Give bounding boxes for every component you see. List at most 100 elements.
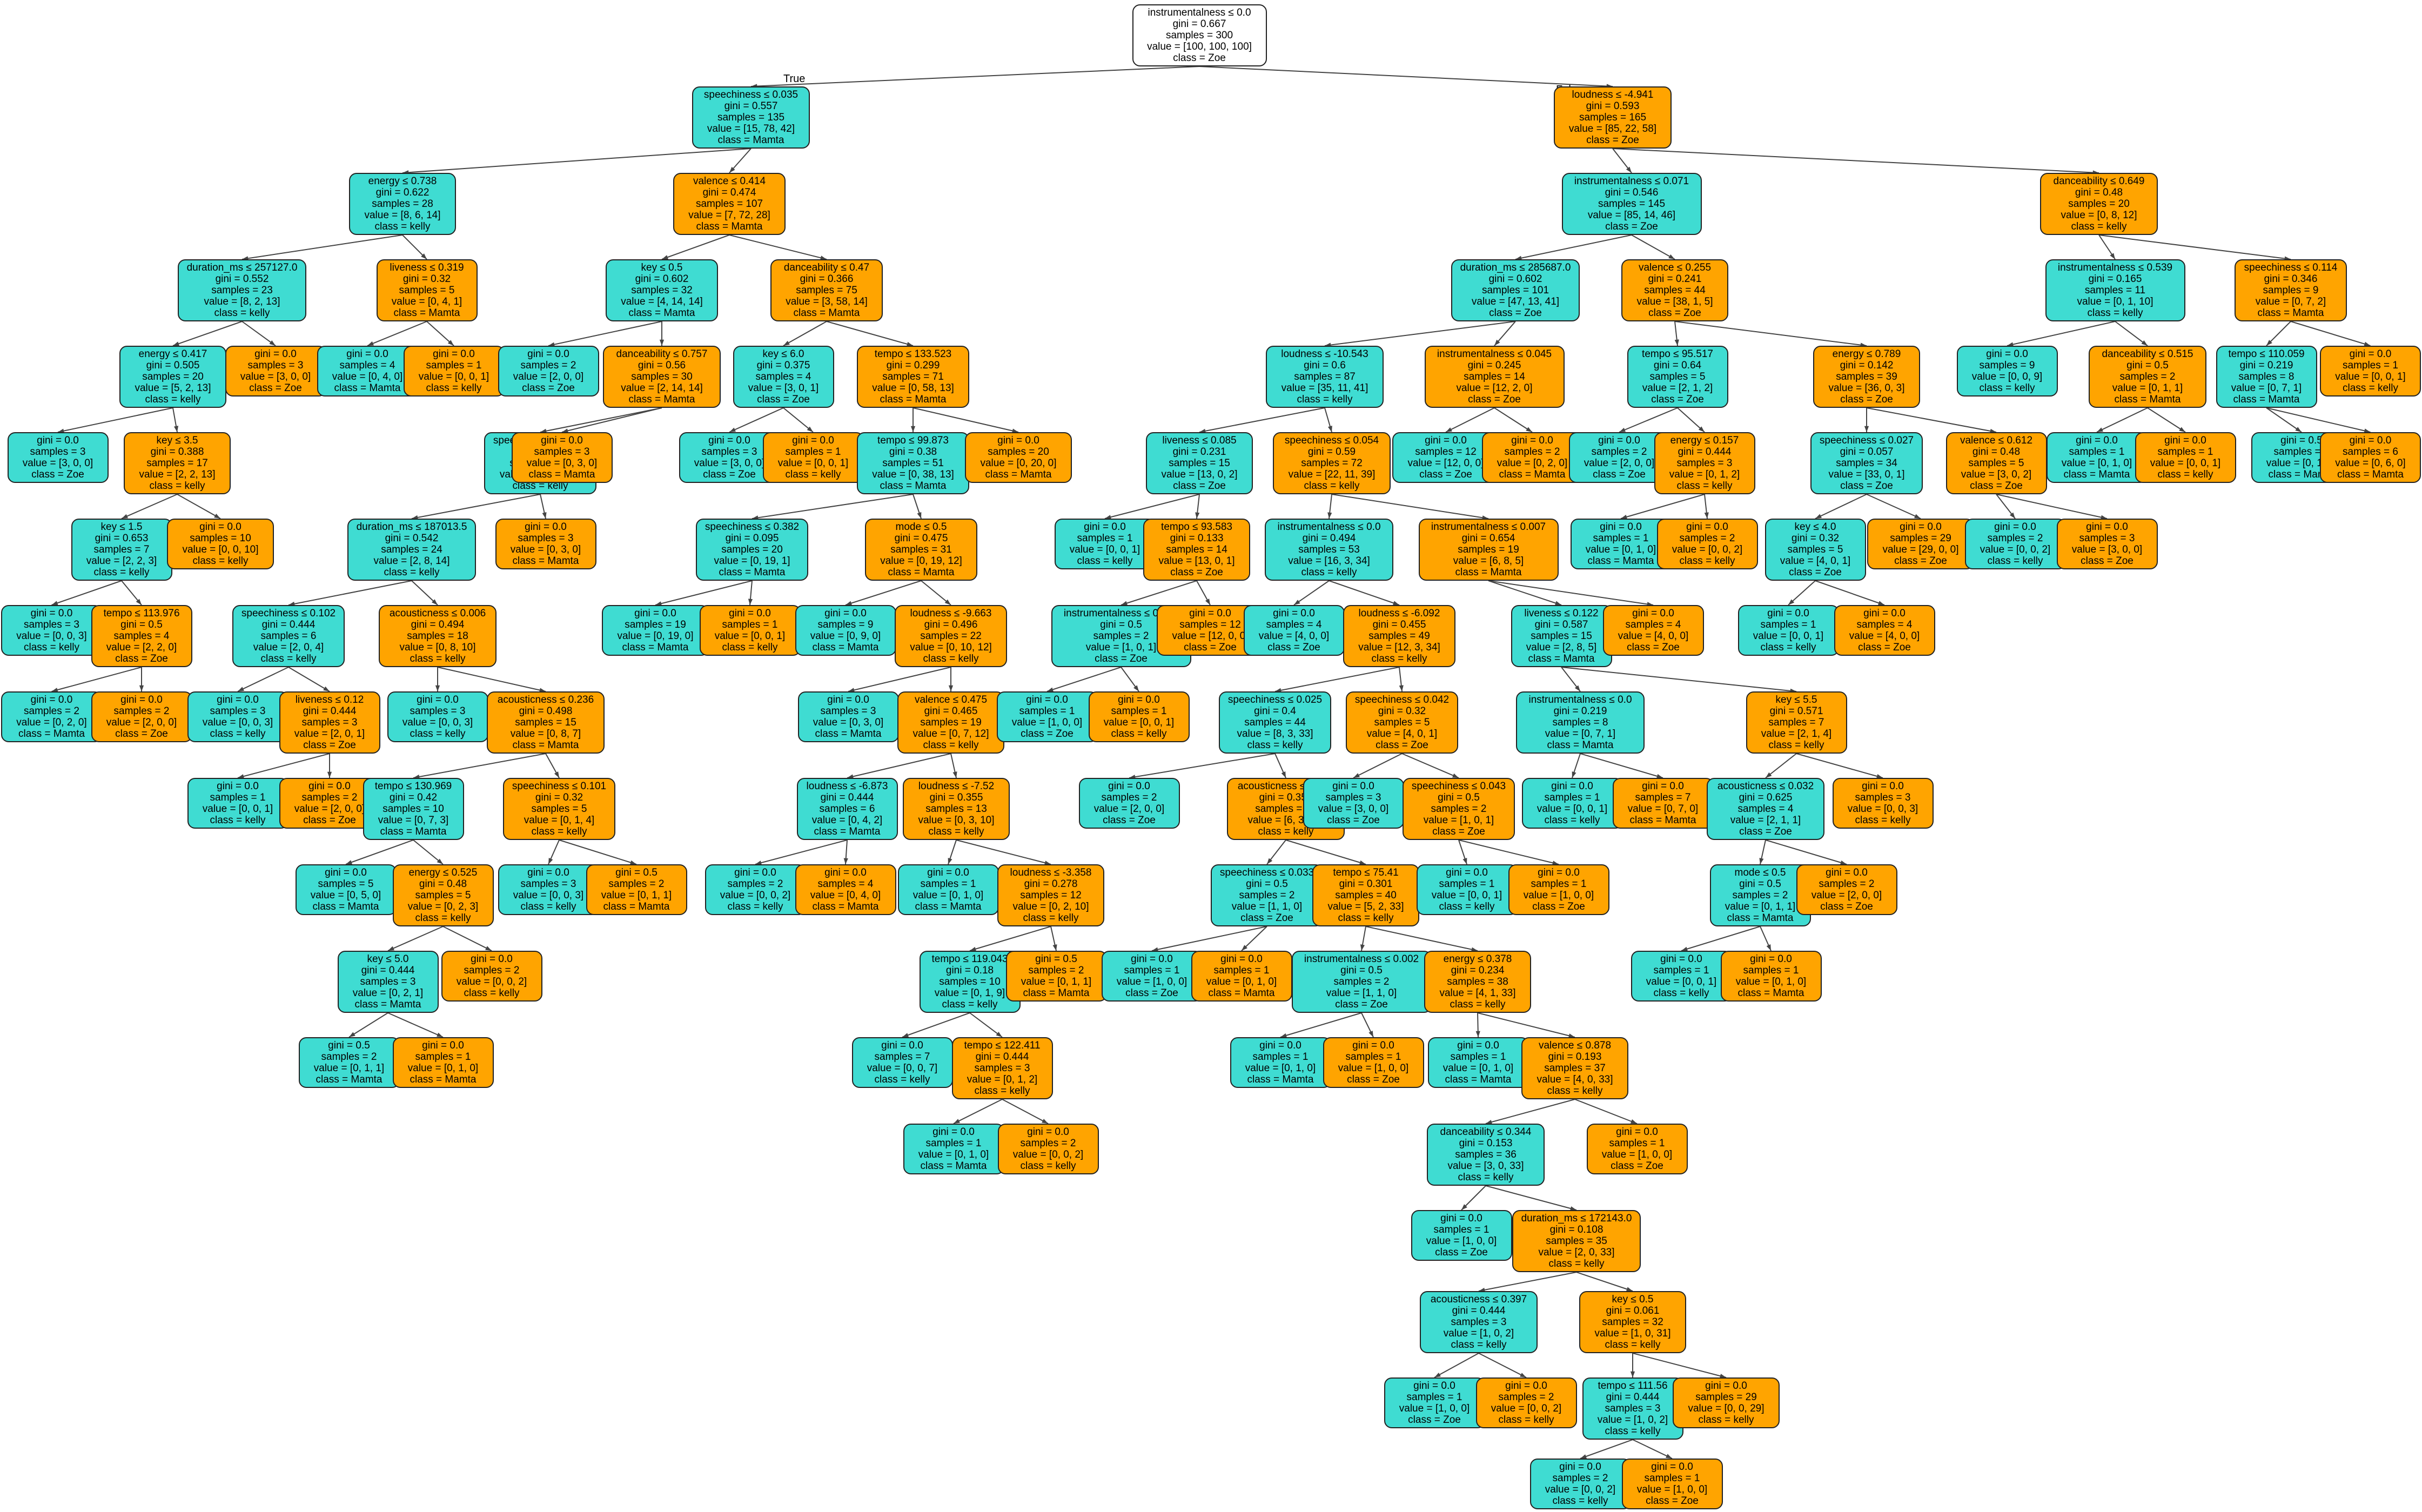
node-line: value = [0, 0, 3] <box>202 717 273 728</box>
node-line: loudness ≤ -3.358 <box>1010 867 1092 878</box>
node-line: speechiness ≤ 0.102 <box>241 608 336 619</box>
tree-edge-n14-n29 <box>2115 321 2148 346</box>
node-line: speechiness ≤ 0.382 <box>705 521 800 533</box>
node-line: class = Zoe <box>1408 1414 1461 1426</box>
edge-arrowhead <box>122 514 128 519</box>
tree-edge-n33-n52 <box>121 494 178 519</box>
edge-arrowhead <box>539 688 546 693</box>
node-line: gini = 0.546 <box>1605 187 1659 198</box>
node-line: value = [2, 0, 0] <box>1811 890 1882 901</box>
node-line: gini = 0.444 <box>303 705 357 717</box>
node-line: class = Mamta <box>888 567 955 578</box>
node-line: energy ≤ 0.417 <box>138 348 207 360</box>
node-line: loudness ≤ -9.663 <box>910 608 992 619</box>
node-line: class = Zoe <box>1267 642 1320 653</box>
node-line: value = [2, 1, 4] <box>1761 728 1832 740</box>
edge-arrowhead <box>1626 1287 1633 1292</box>
edge-arrowhead <box>729 166 735 173</box>
node-line: class = Mamta <box>18 728 85 740</box>
node-line: gini = 0.301 <box>1339 878 1393 890</box>
node-line: samples = 23 <box>211 285 273 296</box>
node-line: gini = 0.48 <box>2075 187 2123 198</box>
node-line: value = [3, 0, 0] <box>694 458 765 469</box>
edge-arrowhead <box>662 255 668 260</box>
tree-edge-n126-n137 <box>387 1012 444 1038</box>
node-line: value = [0, 0, 1] <box>1537 803 1608 815</box>
node-line: value = [0, 19, 1] <box>714 555 790 567</box>
edge-arrowhead <box>173 341 179 346</box>
node-line: gini = 0.5 <box>2126 360 2169 371</box>
node-line: gini = 0.455 <box>1372 619 1426 630</box>
node-line: gini = 0.0 <box>1986 348 2028 360</box>
tree-edge-n151-n155 <box>1632 1353 1727 1378</box>
node-line: gini = 0.6 <box>1304 360 1346 371</box>
tree-edge-n95-n107 <box>1401 753 1459 778</box>
edge-arrowhead <box>630 860 636 865</box>
edge-arrowhead <box>1267 858 1273 864</box>
node-line: value = [0, 1, 0] <box>1443 1063 1514 1074</box>
tree-edge-n29-n48 <box>2096 407 2148 433</box>
node-line: samples = 31 <box>890 544 952 555</box>
node-line: class = kelly <box>1605 1426 1661 1437</box>
edge-arrowhead <box>1674 339 1679 346</box>
node-line: gini = 0.0 <box>325 867 367 878</box>
node-line: gini = 0.0 <box>37 435 79 446</box>
node-line: class = Mamta <box>380 826 447 837</box>
node-line: value = [1, 0, 31] <box>1594 1328 1671 1339</box>
edge-arrowhead <box>820 256 827 260</box>
node-line: class = kelly <box>1987 555 2043 567</box>
node-line: gini = 0.388 <box>150 446 204 458</box>
node-line: tempo ≤ 95.517 <box>1642 348 1713 360</box>
tree-edge-n107-n123 <box>1458 839 1559 865</box>
node-line: samples = 3 <box>360 976 416 987</box>
node-line: gini = 0.355 <box>929 792 983 803</box>
edge-arrowhead <box>1864 426 1869 432</box>
node-line: tempo ≤ 99.873 <box>877 435 949 446</box>
node-line: acousticness ≤ 0.006 <box>389 608 486 619</box>
node-line: value = [2, 0, 0] <box>294 803 365 815</box>
node-line: liveness ≤ 0.319 <box>390 262 464 273</box>
node-line: gini = 0.0 <box>2349 348 2392 360</box>
node-line: gini = 0.0 <box>1189 608 1231 619</box>
node-line: key ≤ 5.5 <box>1775 694 1817 705</box>
node-line: value = [4, 0, 1] <box>1780 555 1851 567</box>
node-line: samples = 2 <box>1020 1138 1076 1149</box>
node-line: class = kelly <box>1023 912 1079 924</box>
tree-edge-n3-n7 <box>1612 148 2099 173</box>
node-line: tempo ≤ 110.059 <box>2228 348 2305 360</box>
node-line: gini = 0.231 <box>1172 446 1226 458</box>
node-line: gini = 0.444 <box>1606 1392 1660 1403</box>
node-line: gini = 0.0 <box>433 348 475 360</box>
node-line: class = Mamta <box>880 480 947 492</box>
node-line: samples = 3 <box>1605 1403 1661 1414</box>
node-line: value = [2, 2, 3] <box>86 555 157 567</box>
node-line: loudness ≤ -6.092 <box>1358 608 1440 619</box>
node-line: value = [0, 0, 3] <box>1847 803 1918 815</box>
tree-edge-n71-n89 <box>437 667 546 692</box>
node-line: samples = 2 <box>1987 533 2043 544</box>
edge-arrowhead <box>755 861 762 865</box>
edge-arrowhead <box>910 426 916 432</box>
node-line: samples = 1 <box>925 1138 982 1149</box>
tree-edge-n46-n64 <box>1815 494 1867 519</box>
node-line: value = [4, 0, 0] <box>1258 630 1330 642</box>
node-line: samples = 2 <box>1431 803 1487 815</box>
node-line: gini = 0.56 <box>638 360 686 371</box>
node-line: gini = 0.444 <box>361 965 415 976</box>
node-line: gini = 0.278 <box>1024 878 1078 890</box>
node-line: class = Mamta <box>512 740 579 751</box>
node-line: value = [4, 14, 14] <box>621 296 703 307</box>
node-line: samples = 20 <box>2068 198 2130 210</box>
